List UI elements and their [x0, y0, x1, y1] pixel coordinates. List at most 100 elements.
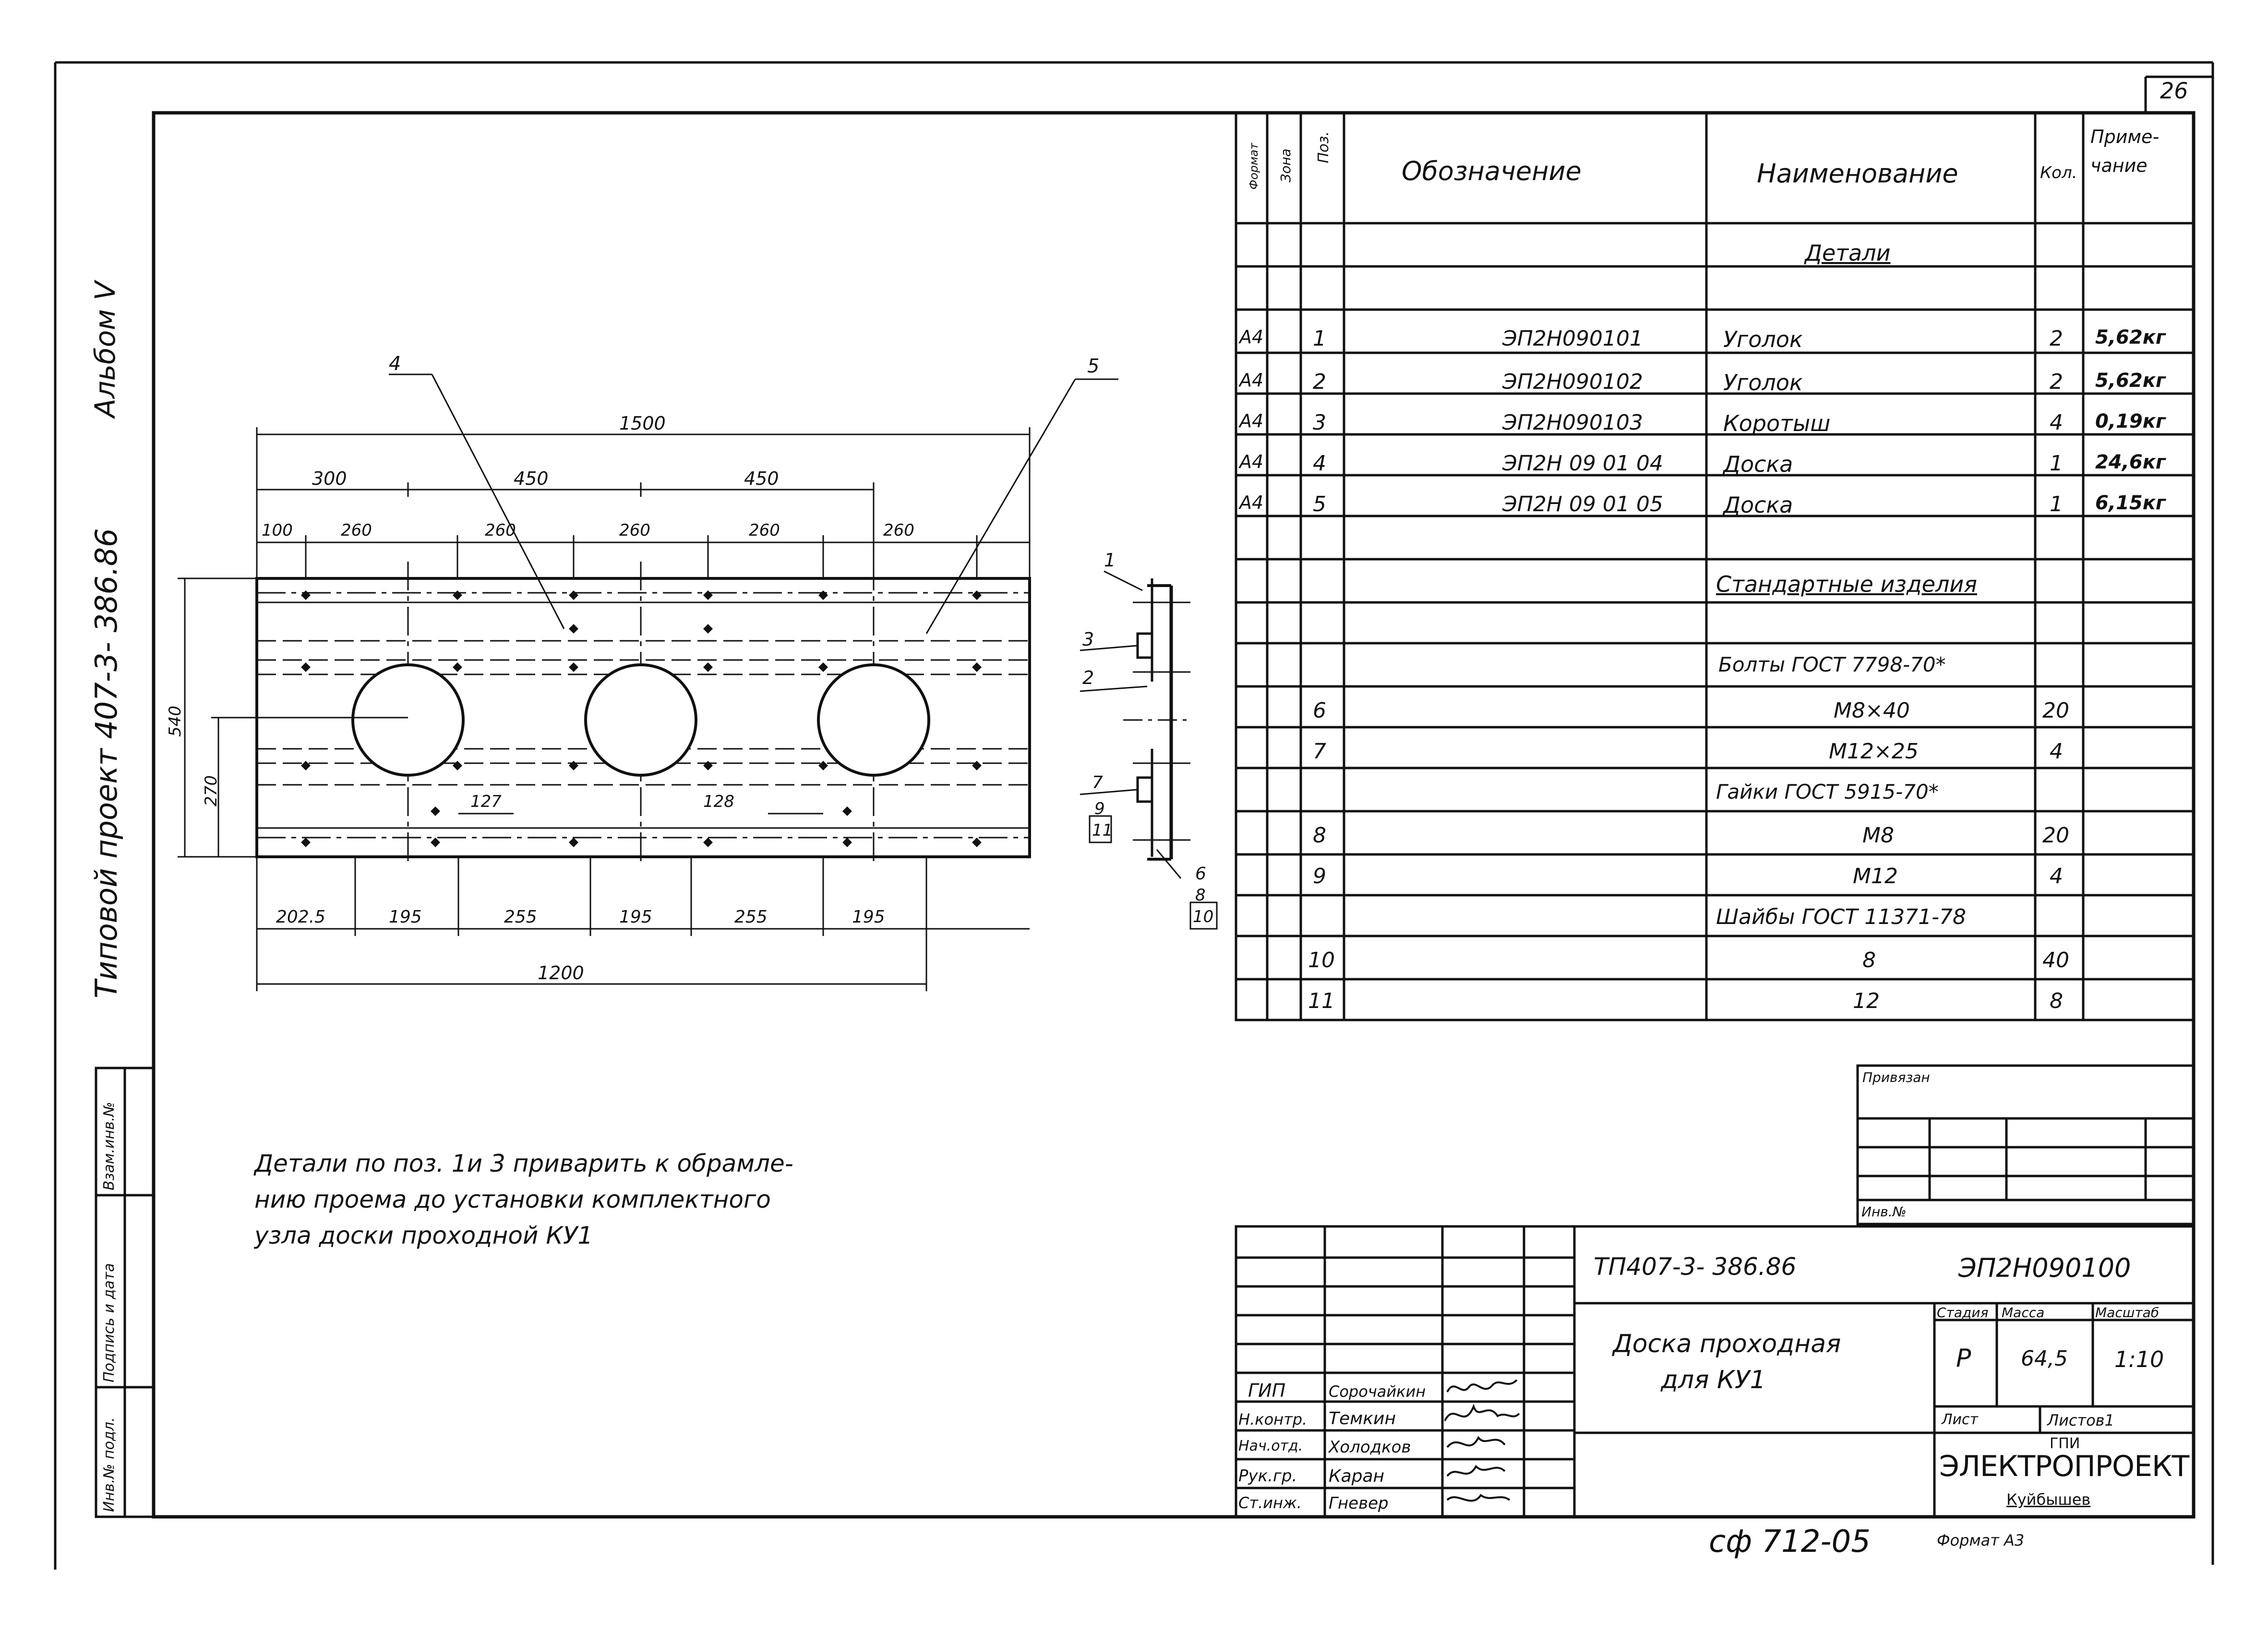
sheets-label: Листов1 [2047, 1411, 2114, 1429]
row-name: Доска [1723, 451, 1793, 477]
side-label: 8 [1195, 886, 1206, 905]
row-name: М12×25 [1829, 739, 1919, 764]
dim-450-b: 450 [744, 468, 779, 489]
row-name: Коротыш [1723, 410, 1831, 436]
row-name: 12 [1853, 989, 1880, 1013]
leader-4: 4 [389, 353, 401, 375]
spec-header-name: Наименование [1757, 158, 1958, 189]
dim-450-a: 450 [514, 468, 549, 489]
spec-header-designation: Обозначение [1402, 156, 1582, 186]
dim-127: 127 [470, 792, 502, 811]
mass-label: Масса [2002, 1305, 2045, 1320]
row-format: А4 [1239, 451, 1264, 472]
signer-role: Нач.отд. [1238, 1438, 1303, 1454]
format-label: Формат А3 [1937, 1531, 2025, 1549]
signer-role: Н.контр. [1238, 1410, 1308, 1428]
row-format: А4 [1239, 410, 1264, 432]
row-format: А4 [1239, 326, 1264, 348]
mass-value: 64,5 [2021, 1346, 2068, 1371]
row-format: А4 [1239, 370, 1264, 391]
row-note: 0,19кг [2095, 410, 2166, 432]
org-main: ЭЛЕКТРОПРОЕКТ [1939, 1450, 2189, 1483]
dim-bottom: 255 [734, 907, 768, 927]
side-label: 1 [1104, 550, 1116, 571]
row-qty: 20 [2042, 698, 2069, 723]
row-pos: 3 [1313, 410, 1326, 435]
row-designation: ЭП2Н 09 01 04 [1502, 451, 1663, 476]
signer-role: ГИП [1248, 1380, 1286, 1401]
sheet-number: 26 [2160, 78, 2188, 104]
stage-value: Р [1956, 1344, 1971, 1373]
org-city: Куйбышев [2006, 1490, 2091, 1509]
scale-value: 1:10 [2114, 1346, 2164, 1372]
org-top: ГПИ [2050, 1435, 2080, 1452]
nuts-title: Гайки ГОСТ 5915-70* [1716, 780, 1939, 804]
row-name: Уголок [1723, 370, 1803, 396]
row-qty: 1 [2050, 492, 2063, 516]
row-pos: 6 [1313, 698, 1326, 723]
signer-role: Рук.гр. [1238, 1466, 1297, 1486]
side-label: 7 [1092, 773, 1103, 792]
dim-bottom: 202.5 [276, 907, 326, 927]
doc-number: ЭП2Н090100 [1958, 1253, 2131, 1283]
row-name: Доска [1723, 492, 1793, 518]
dim-spacing: 260 [749, 521, 780, 540]
dim-300: 300 [312, 468, 347, 489]
washers-title: Шайбы ГОСТ 11371-78 [1716, 905, 1967, 929]
row-qty: 4 [2050, 864, 2063, 888]
section-standard: Стандартные изделия [1716, 571, 1977, 597]
bolts-title: Болты ГОСТ 7798-70* [1718, 653, 1946, 676]
dim-bottom: 255 [504, 907, 537, 927]
leader-5: 5 [1087, 355, 1100, 377]
note-line: Детали по поз. 1и 3 приварить к обрамле- [254, 1150, 793, 1177]
side-label: 3 [1082, 629, 1094, 650]
row-designation: ЭП2Н090102 [1502, 370, 1643, 394]
row-note: 24,6кг [2095, 451, 2166, 473]
signer-name: Каран [1329, 1466, 1385, 1486]
dim-spacing: 260 [341, 521, 372, 540]
note-line: узла доски проходной КУ1 [254, 1222, 593, 1249]
row-qty: 4 [2050, 739, 2063, 764]
stage-label: Стадия [1937, 1305, 1989, 1320]
row-pos: 9 [1313, 864, 1326, 888]
row-pos: 1 [1313, 326, 1326, 351]
sheet-label: Лист [1942, 1411, 1979, 1428]
dim-spacing: 260 [485, 521, 516, 540]
title-line1: Доска проходная [1613, 1330, 1841, 1358]
dimension-lines [178, 373, 1118, 991]
row-name: М8×40 [1834, 698, 1910, 723]
row-note: 5,62кг [2095, 370, 2166, 392]
primenen-label: Привязан [1862, 1069, 1930, 1085]
dim-spacing: 260 [883, 521, 914, 540]
row-name: Уголок [1723, 326, 1803, 352]
footer-code: сф 712-05 [1709, 1524, 1871, 1560]
side-section-view [1080, 570, 1218, 930]
signer-name: Холодков [1329, 1438, 1411, 1457]
side-label: 2 [1082, 667, 1094, 688]
dim-bottom: 195 [389, 907, 422, 927]
row-format: А4 [1239, 492, 1264, 513]
dim-1200: 1200 [538, 962, 584, 984]
spec-header-note: Приме-чание [2090, 126, 2160, 176]
row-name: М8 [1862, 823, 1894, 848]
side-label: 10 [1193, 907, 1214, 926]
row-qty: 8 [2050, 989, 2063, 1013]
dim-1500: 1500 [619, 413, 666, 434]
row-designation: ЭП2Н 09 01 05 [1502, 492, 1663, 516]
row-designation: ЭП2Н090103 [1502, 410, 1643, 435]
side-label: 6 [1195, 864, 1206, 884]
dim-spacing: 260 [619, 521, 650, 540]
section-details: Детали [1805, 240, 1891, 266]
row-name: М12 [1853, 864, 1898, 888]
row-pos: 11 [1308, 989, 1335, 1013]
row-note: 6,15кг [2095, 492, 2166, 514]
signer-role: Ст.инж. [1238, 1494, 1302, 1512]
spec-grid [1235, 111, 2195, 1021]
row-qty: 2 [2050, 370, 2063, 394]
side-label: 11 [1092, 821, 1113, 840]
row-qty: 20 [2042, 823, 2069, 848]
signer-name: Гневер [1329, 1494, 1389, 1513]
signer-name: Темкин [1329, 1409, 1396, 1428]
